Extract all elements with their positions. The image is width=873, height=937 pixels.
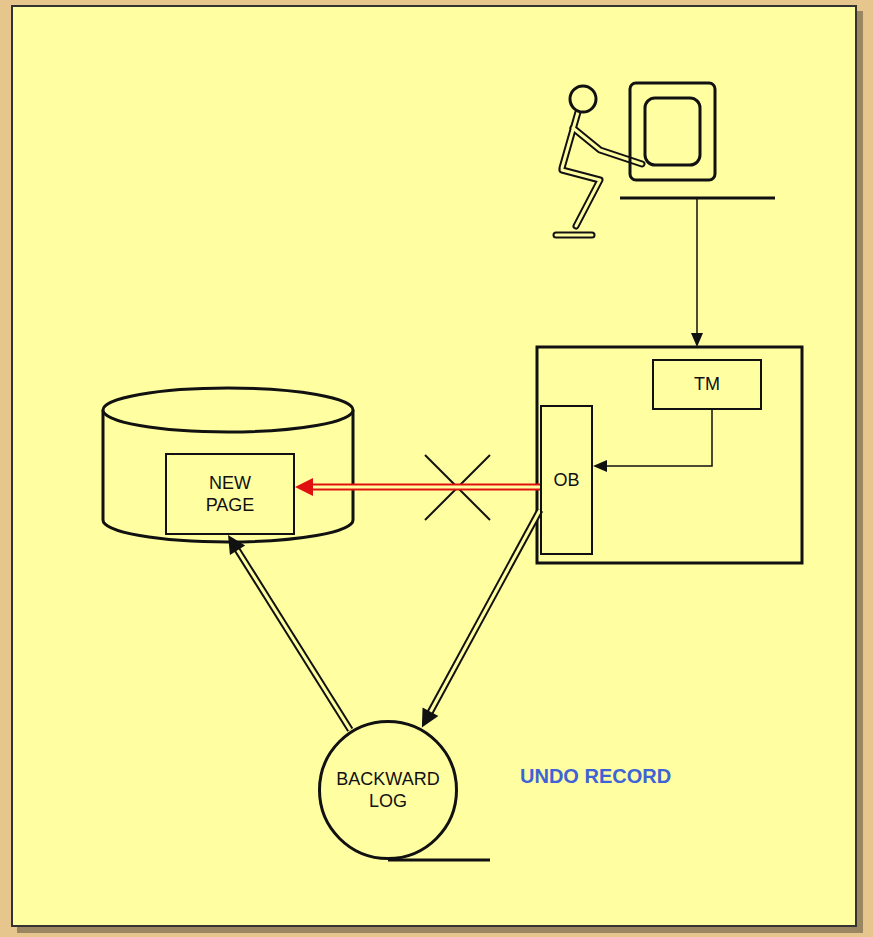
input-arrow-head — [691, 333, 703, 347]
connector-gap — [237, 549, 351, 730]
figure-torso — [562, 112, 578, 168]
figure-arm — [573, 128, 642, 164]
node-text: NEW PAGE — [206, 472, 255, 517]
connector-arrow — [593, 410, 712, 472]
monitor-case — [630, 83, 715, 180]
connector-line — [237, 549, 351, 730]
circle-outline — [320, 722, 457, 859]
connector-arrow — [295, 478, 540, 496]
computer-terminal — [620, 83, 775, 198]
monitor-screen — [645, 98, 700, 165]
arrow-head — [295, 478, 313, 496]
node-text: BACKWARD LOG — [336, 768, 439, 813]
figure-foot-inner — [556, 234, 592, 237]
figure-torso-inner — [562, 112, 578, 168]
connector-gap — [430, 510, 540, 714]
node-text: TM — [694, 373, 720, 396]
input-arrow — [691, 199, 703, 347]
disk-cylinder — [103, 388, 353, 542]
node-text: OB — [553, 469, 579, 492]
figure-foot — [556, 232, 592, 239]
connector-arrow — [228, 535, 350, 730]
arrow-head — [422, 707, 438, 727]
figure-leg — [562, 170, 600, 226]
log-tape: BACKWARD LOG — [318, 720, 458, 860]
connector-line — [605, 410, 712, 466]
tape-tail — [388, 859, 490, 862]
system-box — [537, 347, 802, 563]
connector-arrow — [422, 510, 540, 728]
figure-arm-inner — [573, 128, 642, 164]
circle-outline — [318, 720, 458, 860]
connector-gap — [311, 486, 540, 489]
buffer-box: OB — [540, 405, 593, 555]
connector-line — [430, 510, 540, 714]
process-box: TM — [652, 359, 762, 410]
arrow-head — [228, 535, 245, 555]
page-box: NEW PAGE — [165, 453, 295, 535]
input-arrow-line — [696, 199, 698, 336]
figure-leg-inner — [562, 170, 600, 226]
connector-line — [311, 484, 540, 491]
figure-head — [570, 86, 596, 112]
cylinder-top — [103, 388, 353, 432]
arrow-head — [593, 460, 607, 472]
annotation-label: UNDO RECORD — [520, 765, 671, 788]
